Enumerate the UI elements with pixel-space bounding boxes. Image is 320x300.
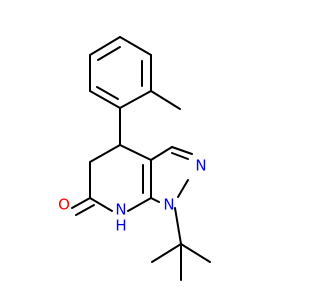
core-bond bbox=[177, 179, 189, 198]
ring-bond bbox=[119, 90, 152, 109]
core-bond bbox=[150, 197, 160, 203]
molecule-diagram: O N H N N bbox=[58, 36, 211, 281]
aromatic-double-bond bbox=[96, 86, 119, 100]
oxygen-label: O bbox=[58, 196, 70, 214]
core-bond bbox=[150, 146, 173, 161]
ring-bond bbox=[89, 90, 121, 109]
core-bond bbox=[119, 144, 152, 161]
tbutyl-bond bbox=[151, 243, 182, 263]
tbutyl-bond bbox=[180, 243, 211, 263]
tert-butyl-group bbox=[151, 207, 211, 281]
ring-bond bbox=[89, 36, 121, 56]
chemical-structure-canvas: O N H N N bbox=[58, 36, 211, 281]
carbonyl-double-bond bbox=[75, 204, 95, 216]
aromatic-double-bond bbox=[97, 46, 121, 61]
tolyl-ring bbox=[89, 36, 152, 109]
amide-nitrogen-label: N bbox=[115, 201, 126, 219]
core-bond bbox=[89, 197, 113, 212]
tbutyl-bond bbox=[174, 207, 182, 245]
double-bond bbox=[171, 146, 193, 155]
carbonyl-double-bond bbox=[71, 197, 91, 209]
methyl-bond bbox=[150, 90, 181, 110]
core-bond bbox=[89, 144, 121, 163]
substituted-nitrogen-label: N bbox=[163, 196, 174, 214]
ring-bond bbox=[119, 36, 152, 56]
pyrazolopyridinone-core bbox=[89, 144, 193, 212]
amide-hydrogen-label: H bbox=[115, 217, 126, 235]
double-bond bbox=[171, 152, 189, 160]
pyrazole-nitrogen-label: N bbox=[195, 157, 206, 175]
core-bond bbox=[127, 197, 152, 212]
